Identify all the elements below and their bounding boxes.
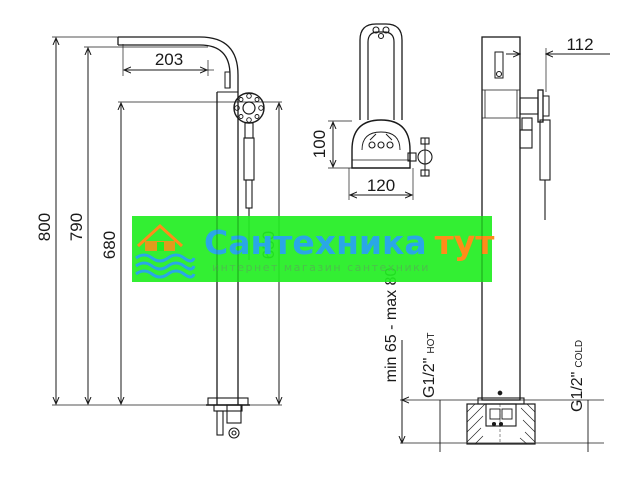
range-label: min 65 - max 80 — [383, 268, 400, 383]
svg-text:G1/2"COLD: G1/2" COLD — [569, 340, 586, 412]
cold-connection-label: G1/2" COLD — [569, 340, 586, 412]
dim-label-800: 800 — [35, 213, 54, 241]
dim-label-100: 100 — [310, 130, 329, 158]
cold-text: COLD — [574, 340, 585, 368]
top-view — [328, 23, 433, 200]
side-base — [400, 390, 604, 445]
front-base — [206, 397, 250, 439]
top-body — [351, 119, 411, 169]
dim-label-203: 203 — [155, 50, 183, 69]
top-spout-loop — [359, 23, 403, 120]
house-logo-icon — [135, 223, 196, 279]
dim-label-120: 120 — [367, 176, 395, 195]
hot-text: HOT — [426, 333, 437, 354]
dim-label-112: 112 — [566, 35, 593, 54]
spout-outline — [118, 36, 239, 405]
watermark-title-main: Сантехника — [204, 223, 427, 262]
watermark-title-accent: тут — [435, 223, 495, 262]
dim-label-680: 680 — [100, 231, 119, 259]
dim-label-790: 790 — [67, 213, 86, 241]
hot-thread-text: G1/2" — [421, 358, 438, 398]
cold-thread-text: G1/2" — [569, 372, 586, 412]
top-handle — [407, 137, 433, 177]
side-hand-shower — [519, 89, 551, 220]
hot-connection-label: G1/2" HOT — [421, 333, 438, 398]
svg-text:G1/2"HOT: G1/2" HOT — [421, 333, 438, 398]
watermark-subtitle: интернет магазин сантехники — [212, 261, 430, 274]
